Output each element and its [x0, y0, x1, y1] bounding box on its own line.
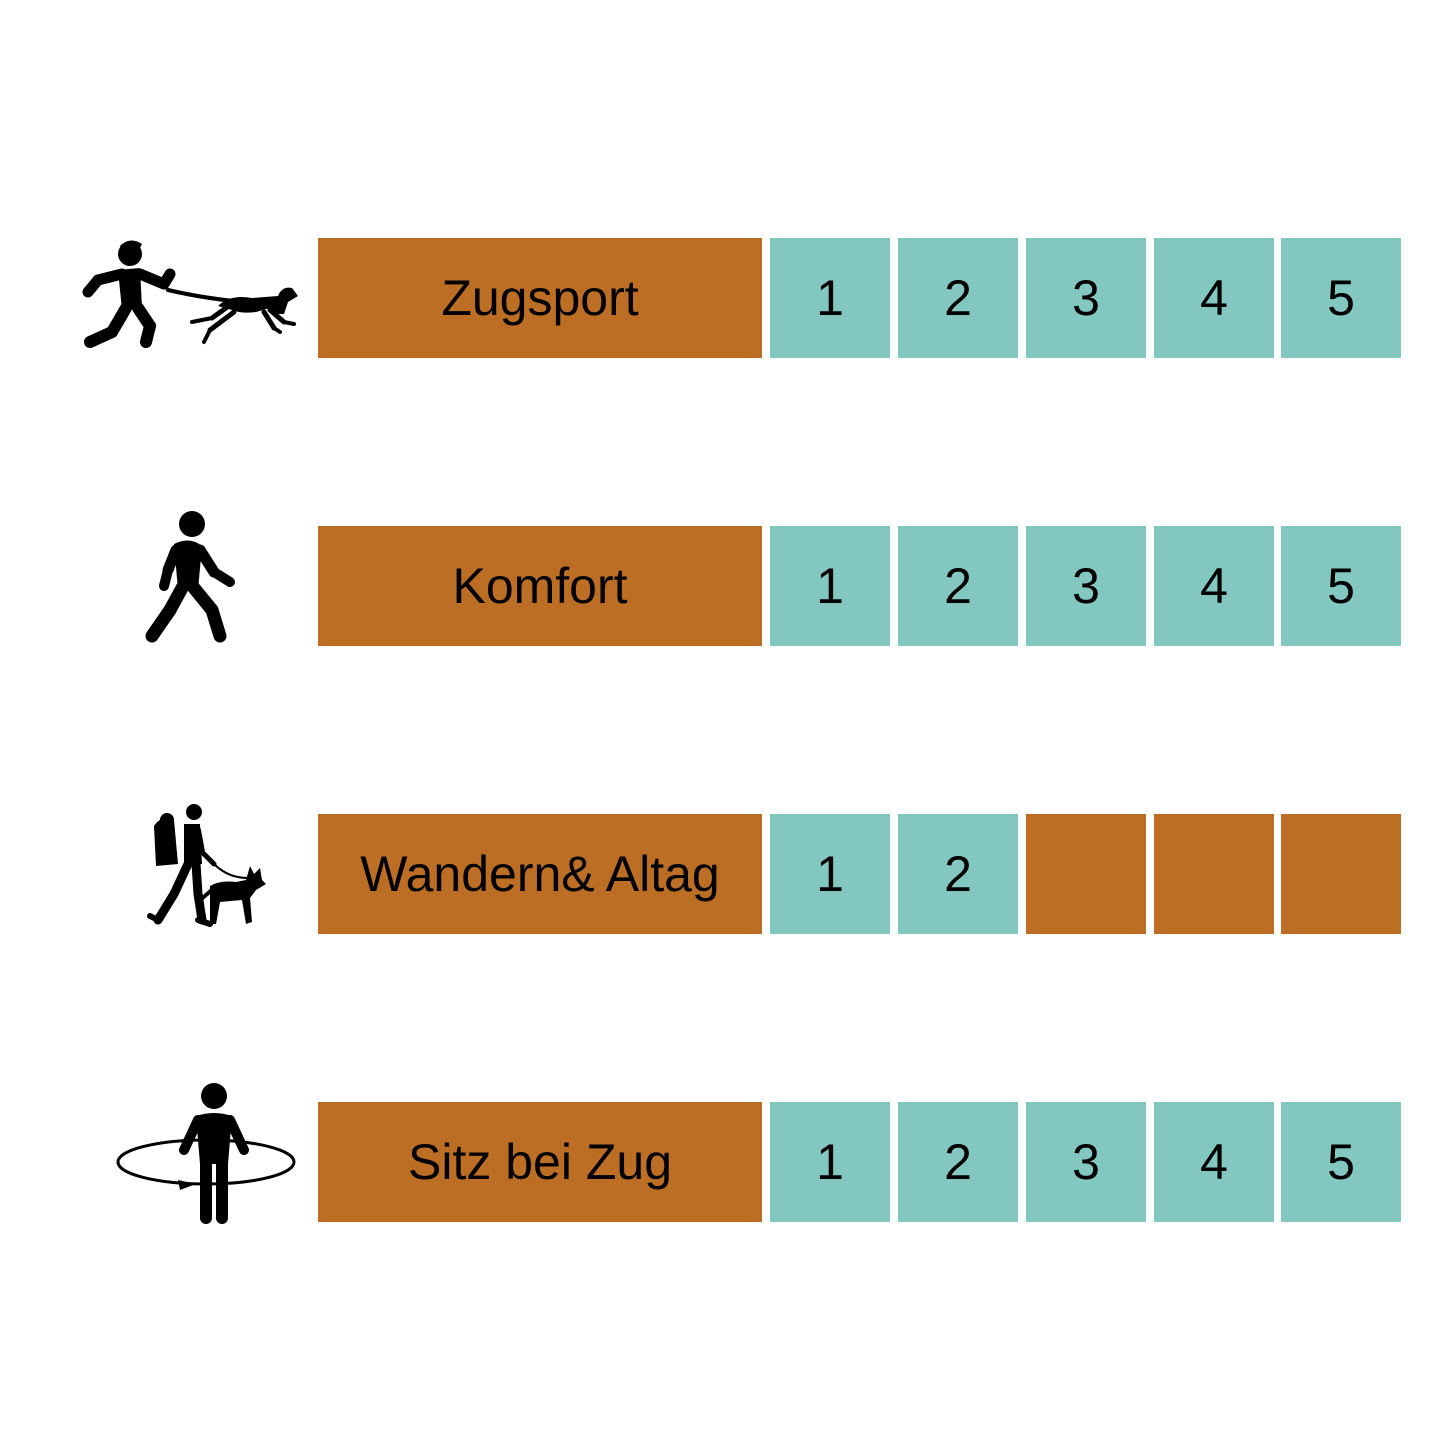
- hiker-with-dog-icon: [70, 794, 310, 954]
- rating-cell-2: 2: [898, 238, 1018, 358]
- rating-cell-2: 2: [898, 814, 1018, 934]
- rating-cell-2: 2: [898, 1102, 1018, 1222]
- standing-person-rotation-icon: [70, 1082, 310, 1242]
- rating-cell-1: 1: [770, 1102, 890, 1222]
- rating-cell-5: 5: [1281, 238, 1401, 358]
- rating-cell-4-empty: [1154, 814, 1274, 934]
- rating-cell-5: 5: [1281, 526, 1401, 646]
- rating-cell-3: 3: [1026, 1102, 1146, 1222]
- rating-cell-1: 1: [770, 526, 890, 646]
- rating-cell-3: 3: [1026, 526, 1146, 646]
- walking-person-icon: [70, 506, 310, 666]
- rating-cell-5-empty: [1281, 814, 1401, 934]
- rating-cell-1: 1: [770, 814, 890, 934]
- rating-cell-5: 5: [1281, 1102, 1401, 1222]
- rating-row-zugsport: Zugsport 1 2 3 4 5: [0, 238, 1445, 358]
- rating-row-sitz-bei-zug: Sitz bei Zug 1 2 3 4 5: [0, 1083, 1445, 1224]
- rating-row-komfort: Komfort 1 2 3 4 5: [0, 511, 1445, 646]
- rating-cell-3-empty: [1026, 814, 1146, 934]
- rating-cell-1: 1: [770, 238, 890, 358]
- row-label: Wandern& Altag: [318, 814, 762, 934]
- rating-cell-4: 4: [1154, 1102, 1274, 1222]
- rating-row-wandern-altag: Wandern& Altag 1 2: [0, 804, 1445, 934]
- rating-cell-2: 2: [898, 526, 1018, 646]
- row-label: Zugsport: [318, 238, 762, 358]
- rating-cell-4: 4: [1154, 238, 1274, 358]
- runner-with-dog-icon: [70, 218, 310, 378]
- row-label: Sitz bei Zug: [318, 1102, 762, 1222]
- rating-cell-4: 4: [1154, 526, 1274, 646]
- row-label: Komfort: [318, 526, 762, 646]
- rating-cell-3: 3: [1026, 238, 1146, 358]
